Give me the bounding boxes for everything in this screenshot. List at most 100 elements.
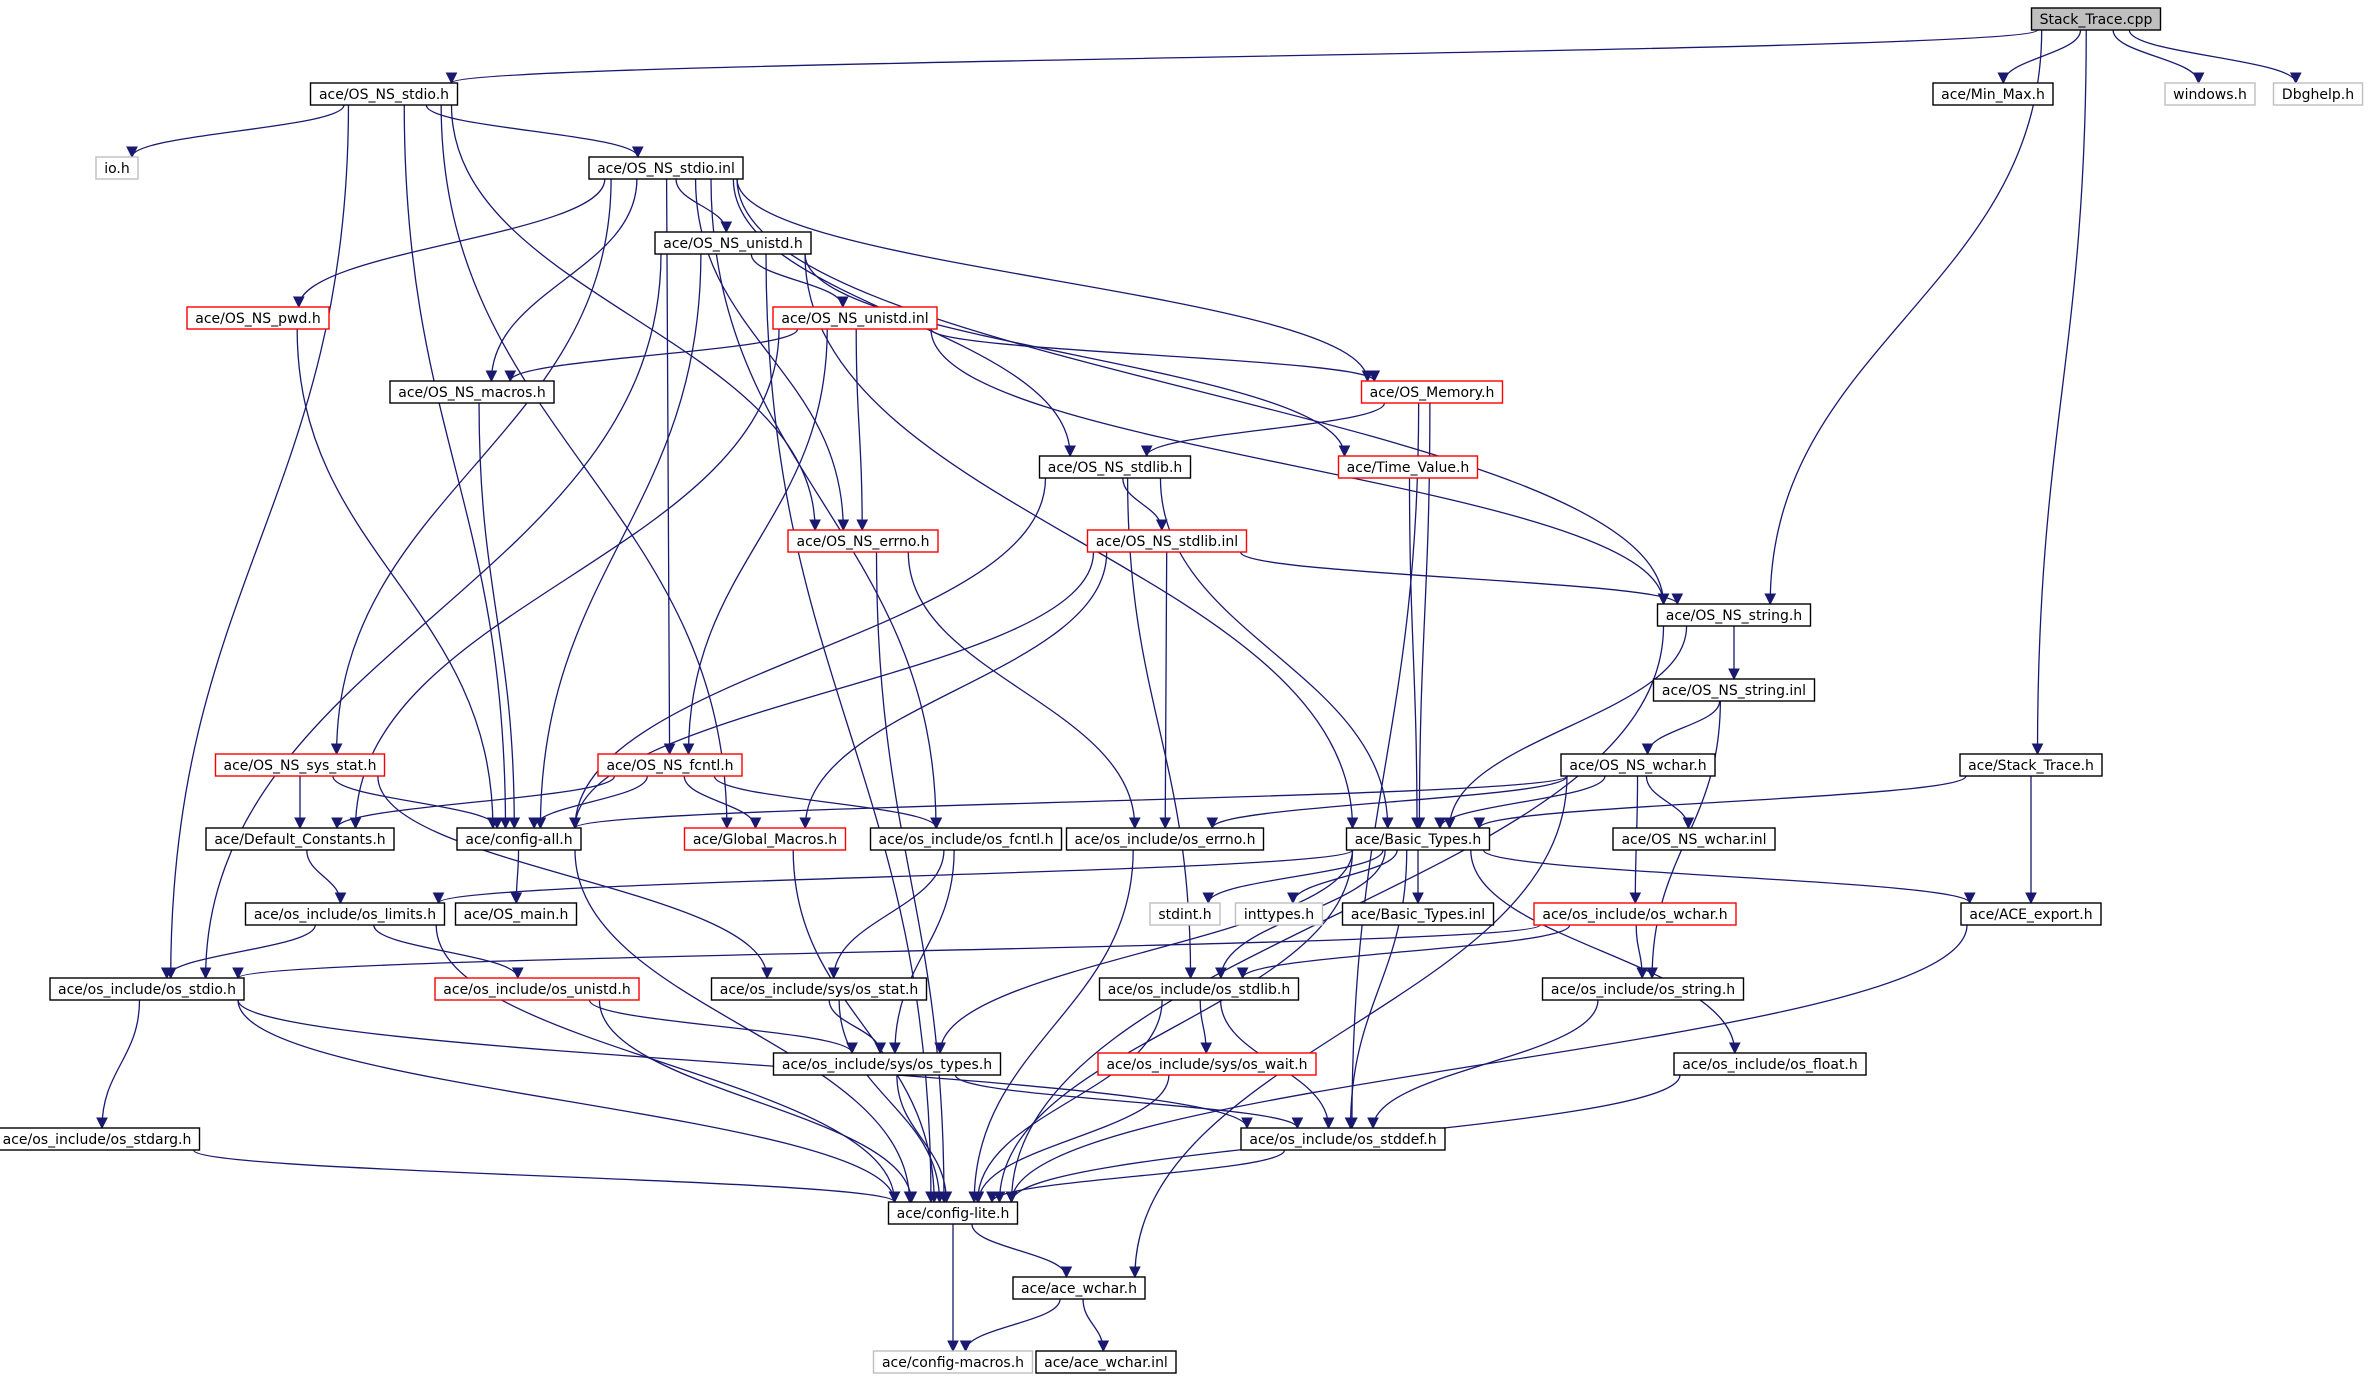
file-node-label: ace/OS_main.h — [464, 907, 569, 923]
include-edge-os-ns-string-h-to-config-lite-h — [1005, 625, 1665, 1204]
file-node-label: ace/OS_NS_sys_stat.h — [224, 758, 377, 774]
file-node-label: ace/os_include/sys/os_types.h — [782, 1057, 992, 1073]
file-node-box — [2272, 82, 2364, 106]
include-edge-sys-os-types-h-to-config-lite-h — [896, 1074, 953, 1204]
file-node-label: ace/OS_NS_stdlib.h — [1048, 460, 1183, 476]
include-edge-ace-wchar-h-to-ace-wchar-inl — [1082, 1298, 1110, 1353]
file-node-os-ns-errno-h[interactable]: ace/OS_NS_errno.h — [787, 529, 939, 553]
include-edge-os-ns-stdlib-inl-to-os-ns-string-h — [1239, 551, 1683, 606]
file-node-os-ns-stdio-inl[interactable]: ace/OS_NS_stdio.inl — [588, 156, 744, 180]
file-node-box — [214, 753, 386, 777]
file-node-box — [654, 231, 812, 255]
file-node-os-ns-stdlib-inl[interactable]: ace/OS_NS_stdlib.inl — [1086, 529, 1248, 553]
file-node-label: ace/Time_Value.h — [1347, 460, 1470, 476]
file-node-os-fcntl-h[interactable]: ace/os_include/os_fcntl.h — [869, 827, 1063, 851]
include-edge-os-limits-h-to-os-stdio-h — [161, 924, 316, 980]
file-node-os-stdlib-h[interactable]: ace/os_include/os_stdlib.h — [1098, 977, 1300, 1001]
file-node-ace-export-h[interactable]: ace/ACE_export.h — [1960, 902, 2102, 926]
file-node-os-stddef-h[interactable]: ace/os_include/os_stddef.h — [1240, 1127, 1446, 1151]
include-edge-basic-types-h-to-os-float-h — [1470, 849, 1741, 1055]
file-node-os-ns-unistd-inl[interactable]: ace/OS_NS_unistd.inl — [772, 306, 938, 330]
include-edge-os-ns-fcntl-h-to-default-constants-h — [331, 775, 616, 830]
file-node-sys-os-stat-h[interactable]: ace/os_include/sys/os_stat.h — [710, 977, 928, 1001]
file-node-sys-os-types-h[interactable]: ace/os_include/sys/os_types.h — [772, 1052, 1002, 1076]
include-edge-os-ns-stdio-inl-to-os-ns-sys-stat-h — [330, 178, 612, 756]
file-node-label: ace/OS_NS_errno.h — [796, 534, 929, 550]
file-node-os-ns-stdio-h[interactable]: ace/OS_NS_stdio.h — [309, 82, 459, 106]
file-node-label: ace/os_include/sys/os_stat.h — [720, 982, 919, 998]
include-edge-sys-os-stat-h-to-sys-os-types-h — [828, 999, 887, 1055]
file-node-box — [1612, 827, 1776, 851]
include-edge-os-ns-unistd-inl-to-os-ns-errno-h — [855, 328, 869, 532]
include-edge-os-ns-unistd-inl-to-os-ns-string-h — [930, 328, 1670, 606]
include-edge-os-ns-stdio-inl-to-os-ns-pwd-h — [293, 178, 606, 309]
file-node-sys-os-wait-h[interactable]: ace/os_include/sys/os_wait.h — [1097, 1052, 1317, 1076]
file-node-time-value-h[interactable]: ace/Time_Value.h — [1337, 455, 1479, 479]
file-node-os-unistd-h[interactable]: ace/os_include/os_unistd.h — [434, 977, 640, 1001]
dependency-edges — [96, 29, 2302, 1353]
file-node-os-ns-pwd-h[interactable]: ace/OS_NS_pwd.h — [186, 306, 330, 330]
file-node-os-float-h[interactable]: ace/os_include/os_float.h — [1673, 1052, 1867, 1076]
file-node-os-main-h[interactable]: ace/OS_main.h — [454, 902, 578, 926]
file-node-box — [1035, 1350, 1177, 1374]
file-node-min-max-h[interactable]: ace/Min_Max.h — [1932, 82, 2054, 106]
file-node-global-macros-h[interactable]: ace/Global_Macros.h — [683, 827, 847, 851]
file-node-label: ace/Min_Max.h — [1941, 87, 2045, 103]
file-node-os-stdio-h[interactable]: ace/os_include/os_stdio.h — [49, 977, 245, 1001]
file-node-label: ace/Global_Macros.h — [693, 832, 837, 848]
file-node-default-constants-h[interactable]: ace/Default_Constants.h — [205, 827, 395, 851]
file-node-os-ns-stdlib-h[interactable]: ace/OS_NS_stdlib.h — [1038, 455, 1192, 479]
file-node-ace-wchar-inl[interactable]: ace/ace_wchar.inl — [1035, 1350, 1177, 1374]
file-node-label: ace/OS_NS_stdio.h — [319, 87, 449, 103]
file-node-label: Dbghelp.h — [2282, 87, 2354, 103]
file-node-os-ns-fcntl-h[interactable]: ace/OS_NS_fcntl.h — [597, 753, 743, 777]
include-edge-os-fcntl-h-to-sys-os-types-h — [889, 849, 955, 1055]
file-node-os-errno-h[interactable]: ace/os_include/os_errno.h — [1065, 827, 1265, 851]
file-node-ace-wchar-h[interactable]: ace/ace_wchar.h — [1012, 1276, 1146, 1300]
include-edge-os-ns-unistd-inl-to-os-ns-fcntl-h — [682, 328, 828, 756]
include-edge-os-unistd-h-to-sys-os-types-h — [588, 999, 858, 1055]
file-node-config-lite-h[interactable]: ace/config-lite.h — [887, 1201, 1019, 1225]
file-node-label: io.h — [104, 161, 130, 177]
file-node-box — [1098, 977, 1300, 1001]
include-edge-os-string-h-to-os-stddef-h — [1367, 999, 1599, 1130]
include-edge-os-ns-sys-stat-h-to-config-all-h — [332, 775, 503, 830]
file-node-stack-trace-cpp: Stack_Trace.cpp — [2030, 7, 2162, 31]
file-node-os-stdarg-h[interactable]: ace/os_include/os_stdarg.h — [0, 1127, 201, 1151]
include-edge-os-errno-h-to-config-lite-h — [968, 849, 1134, 1204]
include-edge-os-stdio-h-to-config-lite-h — [237, 999, 901, 1204]
file-node-config-all-h[interactable]: ace/config-all.h — [456, 827, 582, 851]
file-node-box — [887, 1201, 1019, 1225]
file-node-os-ns-macros-h[interactable]: ace/OS_NS_macros.h — [389, 380, 555, 404]
include-edge-os-ns-stdlib-inl-to-global-macros-h — [799, 551, 1108, 830]
file-node-os-memory-h[interactable]: ace/OS_Memory.h — [1360, 380, 1504, 404]
file-node-box — [1345, 827, 1491, 851]
file-node-label: ace/ace_wchar.h — [1021, 1281, 1137, 1297]
file-node-os-ns-string-inl[interactable]: ace/OS_NS_string.inl — [1652, 678, 1816, 702]
include-edge-stack-trace-h-to-basic-types-h — [1473, 775, 1967, 830]
include-edge-os-ns-unistd-h-to-time-value-h — [804, 253, 1351, 458]
include-edge-sys-os-types-h-to-os-stddef-h — [954, 1074, 1304, 1130]
file-node-os-ns-sys-stat-h[interactable]: ace/OS_NS_sys_stat.h — [214, 753, 386, 777]
file-node-box — [1360, 380, 1504, 404]
file-node-stack-trace-h[interactable]: ace/Stack_Trace.h — [1959, 753, 2103, 777]
include-edge-os-stdio-h-to-os-stddef-h — [237, 999, 1253, 1130]
file-node-os-ns-wchar-h[interactable]: ace/OS_NS_wchar.h — [1560, 753, 1716, 777]
include-edge-os-ns-stdlib-inl-to-config-all-h — [569, 551, 1095, 830]
file-node-os-string-h[interactable]: ace/os_include/os_string.h — [1541, 977, 1745, 1001]
file-node-os-ns-unistd-h[interactable]: ace/OS_NS_unistd.h — [654, 231, 812, 255]
file-node-os-wchar-h[interactable]: ace/os_include/os_wchar.h — [1533, 902, 1737, 926]
file-node-os-ns-wchar-inl[interactable]: ace/OS_NS_wchar.inl — [1612, 827, 1776, 851]
file-node-inttypes-h: inttypes.h — [1234, 902, 1324, 926]
include-edge-os-limits-h-to-os-unistd-h — [373, 924, 524, 980]
file-node-basic-types-h[interactable]: ace/Basic_Types.h — [1345, 827, 1491, 851]
file-node-box — [434, 977, 640, 1001]
file-node-label: ace/config-lite.h — [897, 1206, 1010, 1222]
file-node-box — [787, 529, 939, 553]
file-node-box — [454, 902, 578, 926]
file-node-label: ace/Basic_Types.inl — [1351, 907, 1485, 923]
file-node-os-ns-string-h[interactable]: ace/OS_NS_string.h — [1656, 603, 1812, 627]
file-node-basic-types-inl[interactable]: ace/Basic_Types.inl — [1341, 902, 1495, 926]
file-node-os-limits-h[interactable]: ace/os_include/os_limits.h — [244, 902, 446, 926]
include-edge-os-ns-errno-h-to-config-lite-h — [875, 551, 950, 1204]
